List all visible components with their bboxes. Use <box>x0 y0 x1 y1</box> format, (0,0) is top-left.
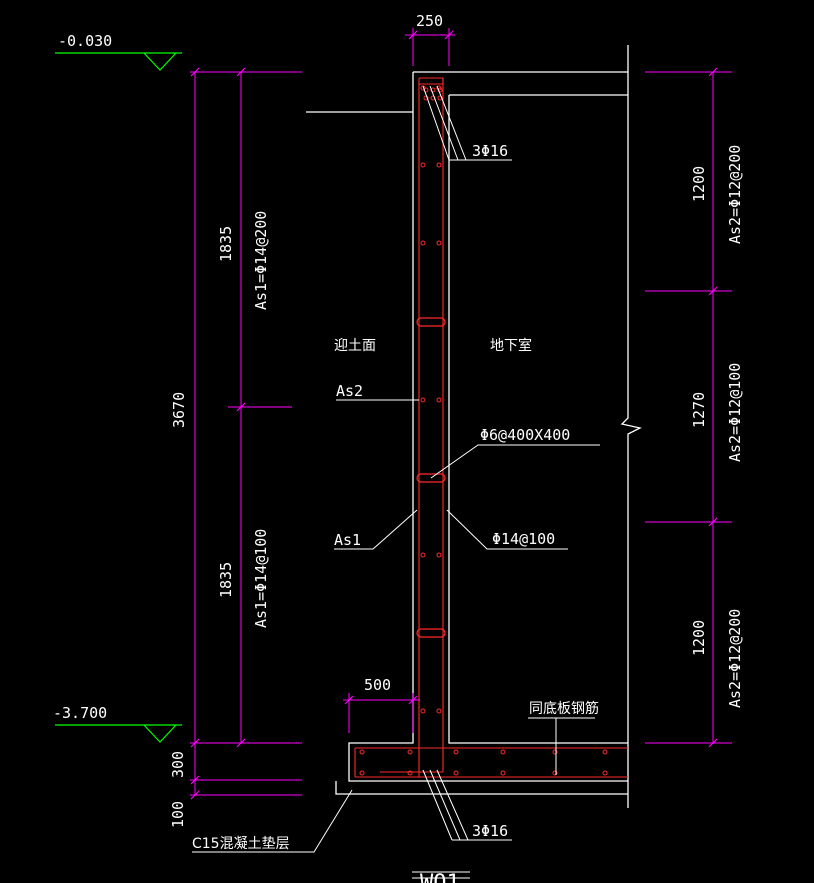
top-bars-label: 3Φ16 <box>472 142 508 160</box>
rebar-dot <box>552 770 558 776</box>
rebar-dot <box>407 770 413 776</box>
cushion-layer <box>335 781 628 795</box>
dim-toe-width: 500 <box>364 676 391 694</box>
leader-lines <box>192 85 600 879</box>
rebar-dot <box>359 770 365 776</box>
rebar-dot <box>437 87 443 93</box>
leader-top-bars <box>422 85 512 161</box>
dim-250-line <box>405 28 455 66</box>
as2-top-label: As2=Φ12@200 <box>726 145 744 244</box>
rebar-dot <box>453 770 459 776</box>
dim-total-height: 3670 <box>170 392 188 428</box>
rebar-dot <box>407 749 413 755</box>
rebar-dot <box>420 162 426 168</box>
as2-bot-label: As2=Φ12@200 <box>726 609 744 708</box>
leader-as1 <box>334 509 418 550</box>
leader-bottom-bars <box>422 769 512 841</box>
rebar-dot <box>420 397 426 403</box>
dim-cushion-thickness: 100 <box>169 801 187 828</box>
dim-left-ext <box>190 71 302 796</box>
rebar-dot <box>420 708 426 714</box>
leader-tie <box>430 444 600 479</box>
dimension-ticks <box>190 30 718 800</box>
dimension-lines <box>190 28 732 796</box>
leader-cushion <box>192 789 353 853</box>
leader-slab <box>528 717 595 775</box>
rebar-dot <box>602 749 608 755</box>
rebar-dot <box>436 240 442 246</box>
tie-bars <box>416 317 446 638</box>
rebar-dot <box>436 552 442 558</box>
as2-label: As2 <box>336 382 363 400</box>
rebar-dot <box>602 770 608 776</box>
soil-face-label: 迎土面 <box>334 338 376 354</box>
rebar-dot <box>359 749 365 755</box>
rebar-top-hook <box>419 77 444 85</box>
dim-lower-half: 1835 <box>217 562 235 598</box>
rebar-dot <box>436 397 442 403</box>
level-bottom-text: -3.700 <box>53 704 107 722</box>
rebar-dot <box>436 162 442 168</box>
phi14-label: Φ14@100 <box>492 530 555 548</box>
as2-mid-label: As2=Φ12@100 <box>726 363 744 462</box>
level-marker-top <box>55 52 182 71</box>
as1-upper-label: As1=Φ14@200 <box>252 211 270 310</box>
level-top-text: -0.030 <box>58 32 112 50</box>
rebar-dot <box>500 749 506 755</box>
tie-bar <box>416 628 446 638</box>
basement-label: 地下室 <box>490 337 532 354</box>
rebar-dot <box>436 708 442 714</box>
rebar-dot <box>500 770 506 776</box>
dim-500-line <box>343 693 420 733</box>
leader-phi14 <box>446 509 568 550</box>
dim-right-ext <box>645 71 732 744</box>
wall-id-underline <box>412 871 470 879</box>
dim-base-thickness: 300 <box>169 751 187 778</box>
level-marker-bottom <box>55 724 182 743</box>
dim-right-mid: 1270 <box>690 392 708 428</box>
bottom-bars-label: 3Φ16 <box>472 822 508 840</box>
tie-bar <box>416 317 446 327</box>
tie-bars-label: Φ6@400X400 <box>480 426 570 444</box>
dim-wall-thickness: 250 <box>416 12 443 30</box>
cushion-label: C15混凝土垫层 <box>192 836 290 852</box>
rebar-dots <box>359 85 608 776</box>
wall-id-label: WQ1 <box>420 871 460 883</box>
as1-lower-label: As1=Φ14@100 <box>252 529 270 628</box>
break-line <box>620 45 642 808</box>
rebar-dot <box>420 240 426 246</box>
tie-bar <box>416 473 446 483</box>
labels: 250 -0.030 -3.700 500 3670 1835 1835 As1… <box>53 12 744 883</box>
rebar-dot <box>453 749 459 755</box>
dim-right-top: 1200 <box>690 166 708 202</box>
same-as-slab-label: 同底板钢筋 <box>529 700 599 717</box>
rebar-dot <box>420 552 426 558</box>
dim-upper-half: 1835 <box>217 226 235 262</box>
wall-inner-edge <box>448 95 628 744</box>
as1-label: As1 <box>334 531 361 549</box>
rebar-dot <box>552 749 558 755</box>
dim-right-bot: 1200 <box>690 620 708 656</box>
